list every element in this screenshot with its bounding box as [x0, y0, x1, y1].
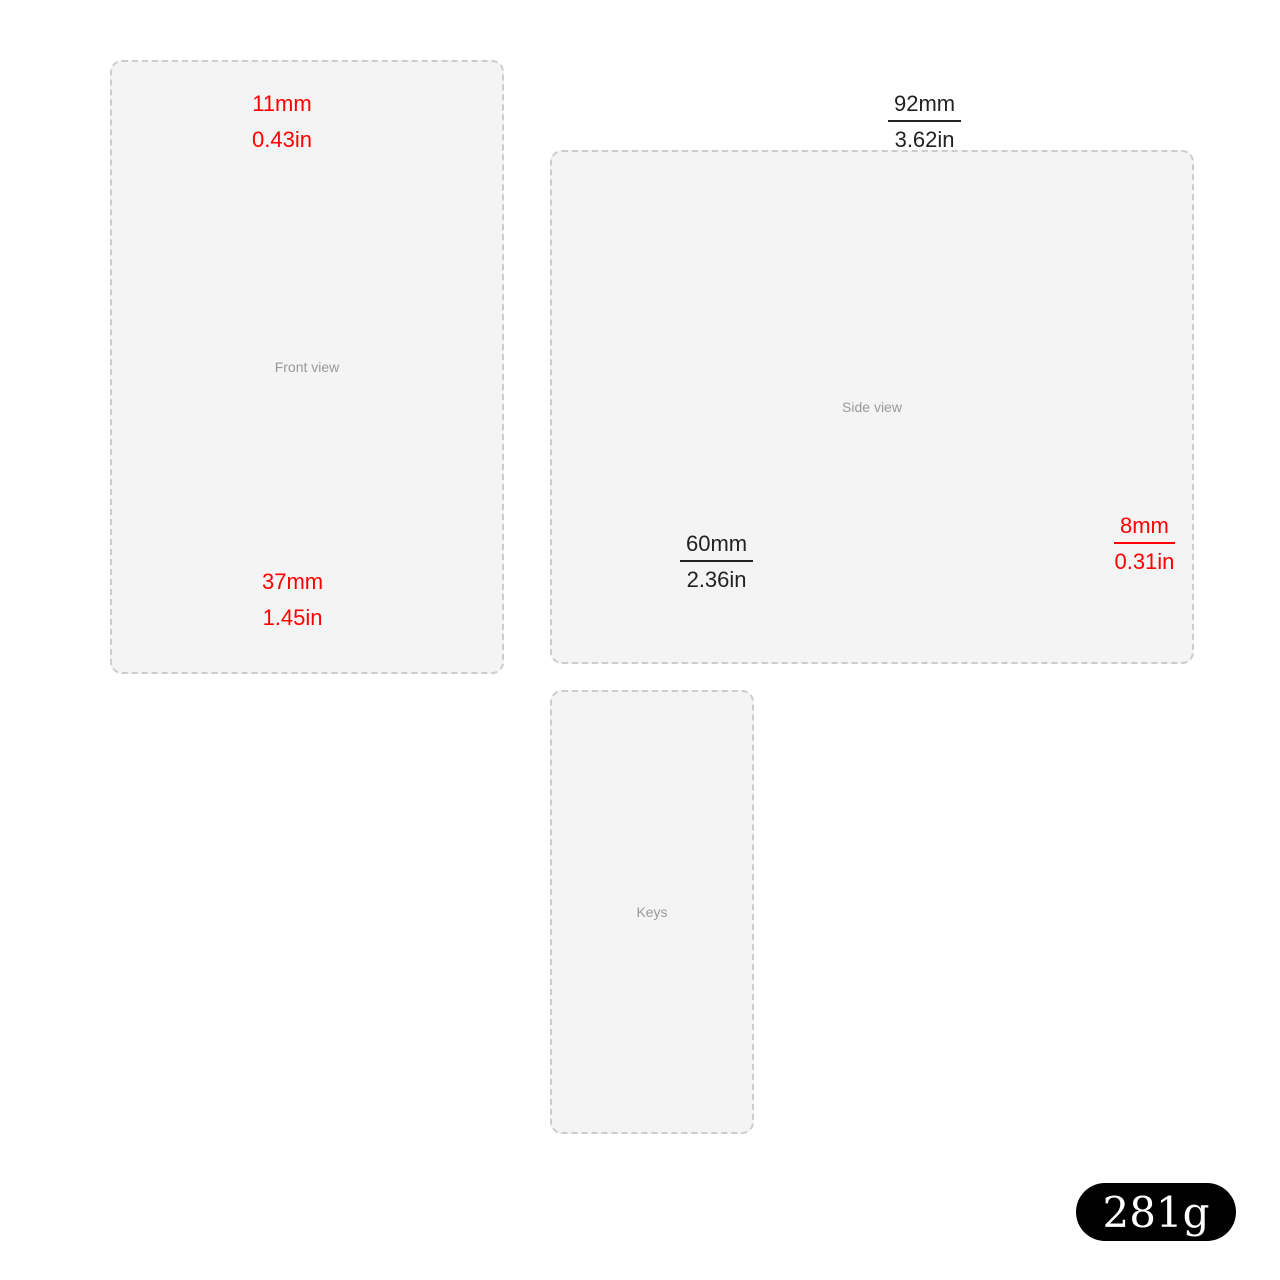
inner-length-in: 2.36in	[686, 566, 747, 592]
side-view-image: Side view	[550, 150, 1194, 664]
front-view-image: Front view	[110, 60, 504, 674]
total-length-in: 3.62in	[894, 126, 955, 152]
inner-length-dimension: 60mm 2.36in	[680, 530, 754, 593]
ring-thickness-in: 0.31in	[1114, 548, 1175, 574]
inner-length-mm: 60mm	[680, 530, 754, 562]
diameter-dimension: 37mm 1.45in	[262, 568, 323, 631]
opening-dimension: 11mm 0.43in	[252, 90, 312, 153]
opening-mm: 11mm	[252, 91, 312, 116]
keys-image: Keys	[550, 690, 754, 1134]
diameter-mm: 37mm	[262, 569, 324, 594]
weight-badge: 281g	[1076, 1183, 1236, 1241]
ring-thickness-mm: 8mm	[1114, 512, 1175, 544]
ring-thickness-dimension: 8mm 0.31in	[1114, 512, 1175, 575]
opening-in: 0.43in	[252, 126, 312, 152]
total-length-mm: 92mm	[888, 90, 962, 122]
total-length-dimension: 92mm 3.62in	[888, 90, 962, 153]
diameter-in: 1.45in	[262, 604, 323, 630]
